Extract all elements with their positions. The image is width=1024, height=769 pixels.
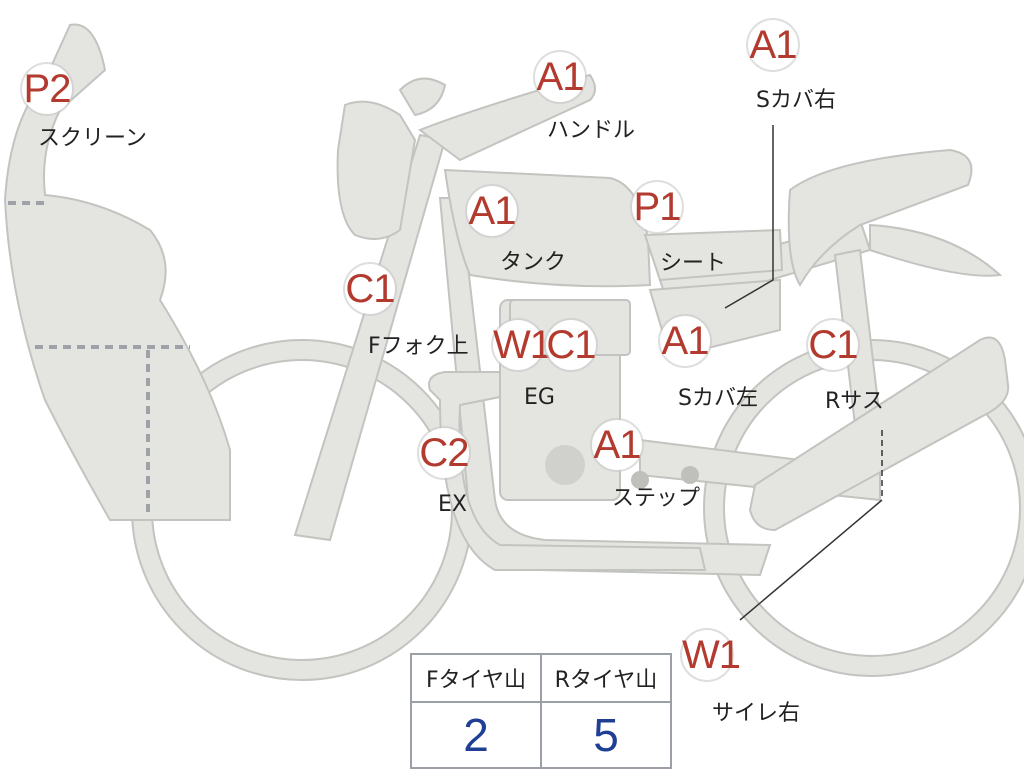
- part-label: Sカバ左: [678, 386, 758, 411]
- part-label: サイレ右: [712, 701, 801, 726]
- grade-badge: W1: [493, 320, 552, 370]
- grade-badge: W1: [682, 630, 741, 680]
- grade-badge: A1: [592, 420, 642, 470]
- grade-badge: A1: [467, 186, 517, 236]
- grade-badge: A1: [535, 52, 585, 102]
- headlight: [336, 100, 417, 240]
- grade-badge: C1: [345, 264, 396, 314]
- seat: [643, 228, 784, 282]
- part-label: シート: [660, 251, 727, 276]
- part-label: EG: [524, 385, 555, 410]
- muffler: [748, 336, 1010, 532]
- tail-cowl: [787, 148, 973, 287]
- part-label: スクリーン: [38, 126, 147, 151]
- grade-badge: A1: [748, 20, 798, 70]
- grade-badge: A1: [660, 316, 710, 366]
- part-label: タンク: [500, 250, 567, 275]
- grade-badge: C1: [546, 320, 597, 370]
- part-label: Sカバ右: [756, 88, 836, 113]
- part-label: ハンドル: [547, 118, 636, 143]
- tire-tread-table: Fタイヤ山 Rタイヤ山 2 5: [410, 653, 672, 769]
- grade-badge: P1: [632, 182, 682, 232]
- grade-badge: C2: [419, 428, 470, 478]
- front-tire-value: 2: [410, 701, 542, 769]
- part-label: Fフォク上: [368, 334, 469, 359]
- front-tire-header: Fタイヤ山: [410, 653, 542, 703]
- grade-badge: P2: [22, 64, 72, 114]
- rear-tire-header: Rタイヤ山: [540, 653, 672, 703]
- part-label: ステップ: [612, 486, 701, 511]
- part-label: EX: [438, 492, 467, 517]
- fairing: [3, 23, 231, 521]
- rear-tire-value: 5: [540, 701, 672, 769]
- part-label: Rサス: [825, 389, 884, 414]
- grade-badge: C1: [808, 320, 859, 370]
